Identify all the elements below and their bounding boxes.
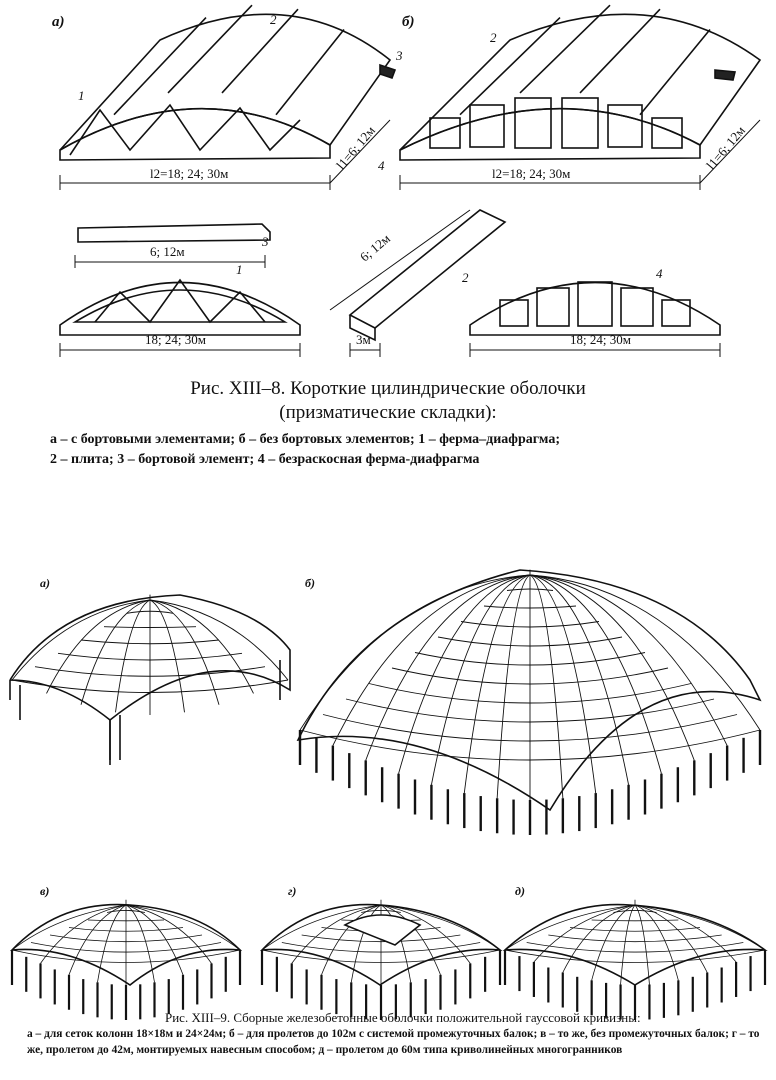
fig9g-shell-drawing bbox=[259, 899, 503, 1020]
dim-slab-width: 3м bbox=[356, 332, 371, 347]
fig8a-shell-drawing bbox=[59, 4, 397, 161]
marker-3: 3 bbox=[396, 48, 403, 63]
dim-edge-length: 6; 12м bbox=[150, 244, 185, 259]
edge-element-drawing bbox=[77, 223, 271, 243]
fig9-caption-title: Рис. XIII–9. Сборные железобетонные обол… bbox=[165, 1010, 641, 1025]
dim-l2-b: l2=18; 24; 30м bbox=[492, 166, 571, 181]
marker-2b: 2 bbox=[490, 30, 497, 45]
marker-4b: 4 bbox=[656, 266, 663, 281]
dim-truss4-span: 18; 24; 30м bbox=[570, 332, 631, 347]
fig8-caption-title: Рис. XIII–8. Короткие цилиндрические обо… bbox=[190, 378, 586, 399]
fig8-caption-line-2: 2 – плита; 3 – бортовой элемент; 4 – без… bbox=[50, 452, 480, 467]
fig9a-shell-drawing bbox=[9, 594, 291, 765]
fig9-caption-body: а – для сеток колонн 18×18м и 24×24м; б … bbox=[27, 1028, 760, 1056]
fig9-label-g: г) bbox=[288, 884, 297, 898]
truss-diaphragm-drawing bbox=[59, 278, 301, 336]
dim-l2-a: l2=18; 24; 30м bbox=[150, 166, 229, 181]
slab-drawing bbox=[348, 209, 507, 342]
marker-2c: 2 bbox=[462, 270, 469, 285]
marker-4: 4 bbox=[378, 158, 385, 173]
fig9-label-b: б) bbox=[305, 576, 315, 590]
fig8-panel-a-label: а) bbox=[52, 14, 65, 30]
no-brace-truss-drawing bbox=[469, 281, 721, 336]
marker-3b: 3 bbox=[262, 234, 269, 249]
fig9-label-d: д) bbox=[515, 884, 525, 898]
fig9v-shell-drawing bbox=[9, 899, 243, 1020]
fig9-label-a: а) bbox=[40, 576, 50, 590]
fig9b-shell-drawing bbox=[296, 569, 762, 835]
fig8-panel-b-label: б) bbox=[402, 14, 415, 30]
dimension-lines bbox=[59, 119, 761, 357]
fig8-caption-line-1: а – с бортовыми элементами; б – без борт… bbox=[50, 432, 561, 447]
marker-1b: 1 bbox=[236, 262, 243, 277]
fig8b-shell-drawing bbox=[399, 4, 762, 161]
dim-truss-span: 18; 24; 30м bbox=[145, 332, 206, 347]
fig9d-shell-drawing bbox=[502, 899, 768, 1020]
marker-2: 2 bbox=[270, 12, 277, 27]
fig8-caption-subtitle: (призматические складки): bbox=[279, 402, 497, 423]
marker-1: 1 bbox=[78, 88, 85, 103]
fig9-label-v: в) bbox=[40, 884, 50, 898]
